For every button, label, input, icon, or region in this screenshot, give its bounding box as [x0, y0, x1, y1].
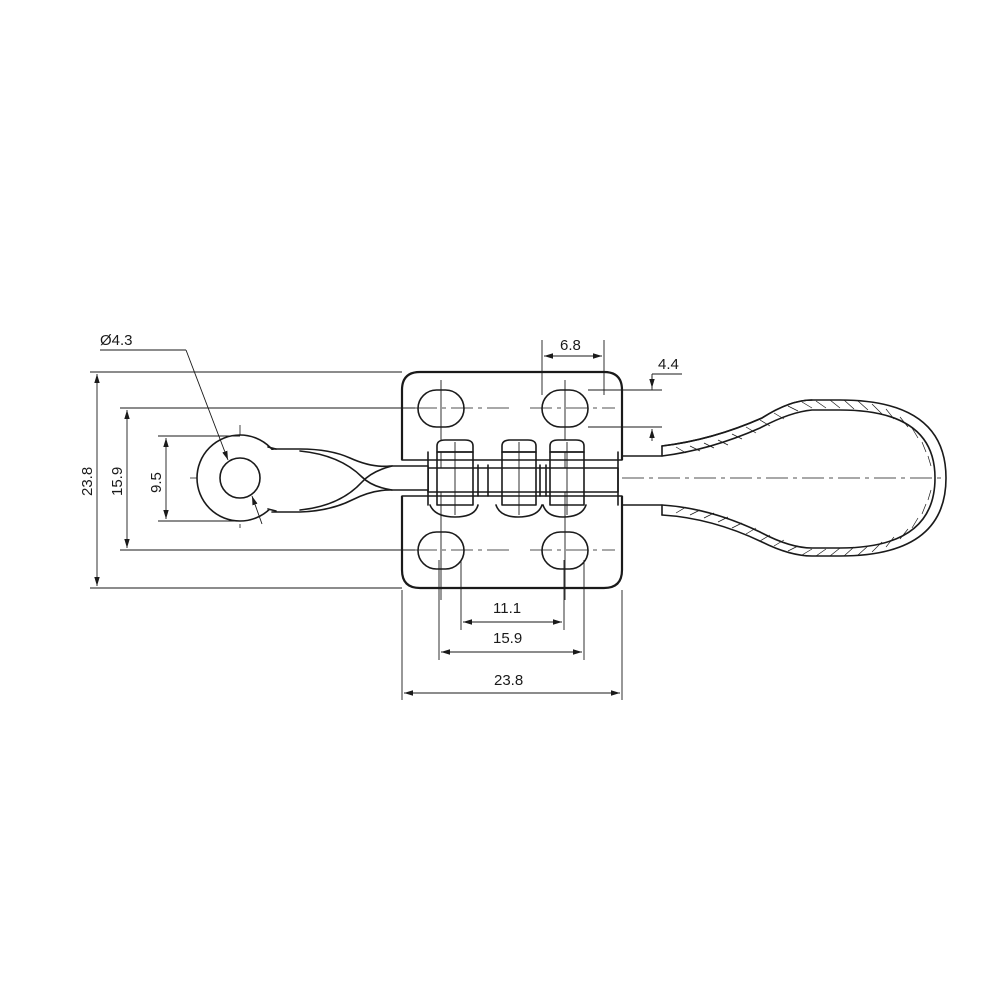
spindle-eye [196, 434, 429, 522]
dim-slot-width: 6.8 [541, 337, 605, 395]
slot-lower-left [417, 531, 465, 570]
dim-slot-height-label: 4.4 [658, 356, 679, 373]
lower-base-plate [400, 495, 624, 590]
dim-slot-span-inner-label: 11.1 [493, 600, 521, 617]
dim-total-height-label: 23.8 [79, 467, 96, 496]
dim-slot-span-vertical-label: 15.9 [109, 467, 126, 496]
dim-hole-diameter-label: Ø4.3 [100, 332, 133, 349]
dim-slot-height: 4.4 [588, 356, 682, 441]
eye-hole [219, 457, 261, 499]
dim-hole-diameter: Ø4.3 [100, 332, 263, 525]
dim-base-width: 23.8 [401, 590, 623, 700]
slot-lower-right [541, 531, 589, 570]
dim-slot-width-label: 6.8 [560, 337, 581, 354]
pivot-linkage [427, 439, 619, 518]
dim-total-height: 23.8 [79, 371, 402, 589]
dim-eye-height: 9.5 [148, 435, 240, 522]
handle [621, 399, 947, 557]
dim-eye-height-label: 9.5 [148, 472, 165, 493]
dim-slot-span-outer: 15.9 [438, 560, 585, 660]
upper-base-plate [400, 370, 624, 600]
dim-slot-span-inner: 11.1 [460, 560, 565, 630]
dim-slot-span-outer-label: 15.9 [493, 630, 522, 647]
dim-slot-span-vertical: 15.9 [109, 407, 415, 551]
dim-base-width-label: 23.8 [494, 672, 523, 689]
